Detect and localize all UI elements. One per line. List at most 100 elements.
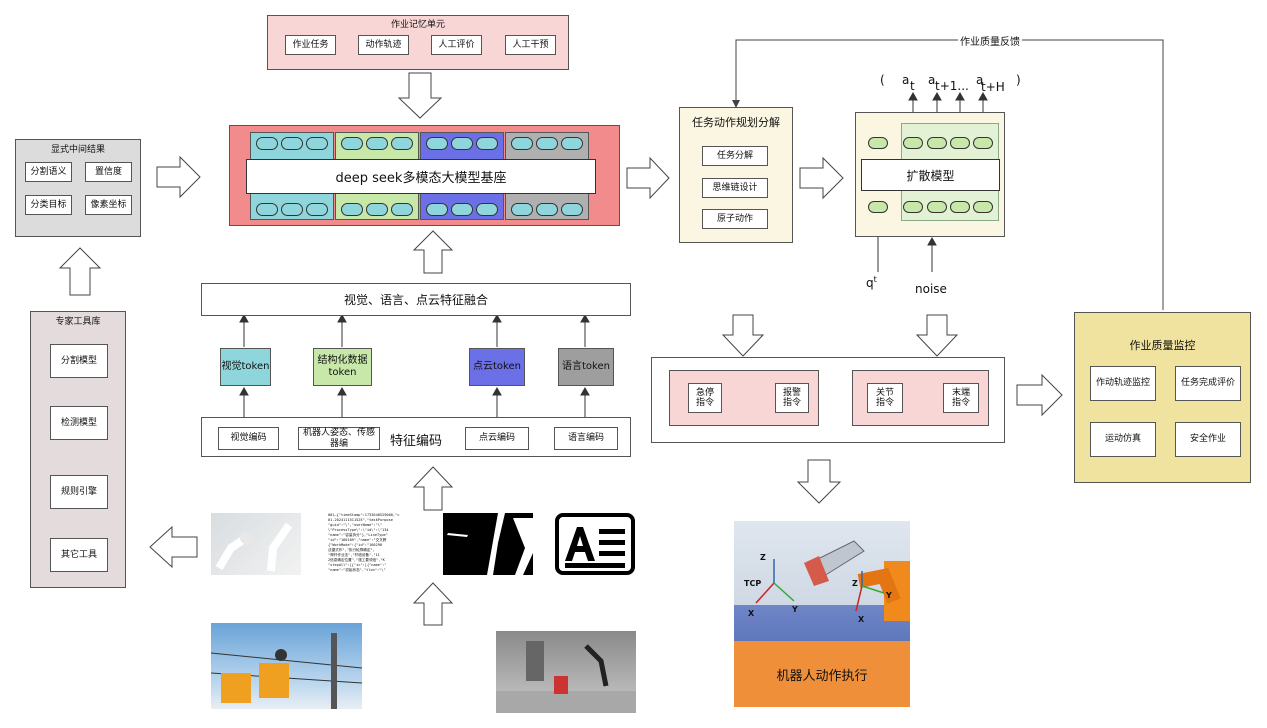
- language-document-icon: [555, 513, 635, 575]
- feedback-label: 作业质量反馈: [958, 33, 1022, 48]
- planning-item: 任务分解: [702, 146, 768, 166]
- planning-title: 任务动作规划分解: [692, 116, 780, 129]
- y-flange-label: Y: [886, 591, 892, 600]
- base-model-label: deep seek多模态大模型基座: [246, 159, 596, 194]
- token-pill: [256, 137, 278, 150]
- encoding-label: 特征编码: [390, 434, 443, 449]
- diffusion-model-label: 扩散模型: [861, 159, 1000, 191]
- joint-command: 关节 指令: [867, 383, 903, 413]
- task-planning-panel: 任务动作规划分解 任务分解 思维链设计 原子动作: [679, 107, 793, 243]
- result-item: 置信度: [85, 162, 132, 182]
- structured-token: 结构化数据 token: [313, 348, 372, 386]
- arrow-commands-to-quality: [1016, 373, 1063, 417]
- formula-atH-sub: t+H: [981, 80, 1005, 94]
- lab-robot-photo: [496, 631, 636, 713]
- command-group-2: 关节 指令 末端 指令: [852, 370, 989, 426]
- arrow-results-to-base: [156, 155, 201, 199]
- token-pill: [366, 137, 388, 150]
- segmentation-mask-image: [443, 513, 533, 575]
- feature-fusion: 视觉、语言、点云特征融合: [201, 283, 631, 316]
- memory-item: 人工评价: [431, 35, 482, 55]
- middle-results-title: 显式中间结果: [50, 145, 105, 155]
- formula-at1-sub: t+1...: [935, 79, 969, 93]
- arrow-fusion-to-base: [412, 230, 454, 274]
- memory-item: 作业任务: [285, 35, 336, 55]
- diffusion-pill: [973, 201, 993, 213]
- result-item: 分割语义: [25, 162, 72, 182]
- formula-at-sub: t: [910, 79, 915, 93]
- token-pill: [341, 203, 363, 216]
- encoding-item: 机器人姿态、传感器编: [298, 427, 380, 450]
- tool-item: 检测模型: [50, 406, 108, 440]
- base-model-block: deep seek多模态大模型基座: [229, 125, 620, 226]
- token-pill: [451, 203, 473, 216]
- end-effector-command: 末端 指令: [943, 383, 979, 413]
- robot-execution-panel: TCP Z X Y Z X Y 机器人动作执行: [734, 521, 910, 707]
- token-pill: [281, 203, 303, 216]
- memory-item: 人工干预: [505, 35, 556, 55]
- token-pill: [306, 137, 328, 150]
- diffusion-pill: [868, 201, 888, 213]
- alarm-command: 报警 指令: [775, 383, 809, 413]
- token-pill: [256, 203, 278, 216]
- visual-token: 视觉token: [220, 348, 271, 386]
- quality-item: 运动仿真: [1090, 422, 1156, 457]
- tool-item: 分割模型: [50, 344, 108, 378]
- z-tool-label: Z: [760, 553, 766, 562]
- result-item: 分类目标: [25, 195, 72, 215]
- command-group-1: 急停 指令 报警 指令: [669, 370, 819, 426]
- planning-item: 思维链设计: [702, 178, 768, 198]
- lineman-bucket-photo: [211, 623, 362, 709]
- token-pill: [476, 137, 498, 150]
- token-pill: [426, 137, 448, 150]
- result-item: 像素坐标: [85, 195, 132, 215]
- tcp-label: TCP: [744, 579, 762, 588]
- token-pill: [511, 137, 533, 150]
- arrow-toolbox-to-results: [58, 247, 102, 296]
- diffusion-pill: [868, 137, 888, 149]
- token-pill: [561, 203, 583, 216]
- tool-item: 规则引擎: [50, 475, 108, 509]
- x-flange-label: X: [858, 615, 865, 624]
- planning-item: 原子动作: [702, 209, 768, 229]
- diffusion-pill: [973, 137, 993, 149]
- memory-unit-title: 作业记忆单元: [390, 20, 445, 30]
- arrow-commands-to-robot: [796, 459, 842, 504]
- quality-item: 任务完成评价: [1175, 366, 1241, 401]
- structured-data-text: 001—{"timeStamp":1733640529060,"c 01-202…: [328, 513, 400, 572]
- encoding-item: 点云编码: [465, 427, 529, 450]
- arrow-data-to-encoding: [412, 466, 454, 511]
- token-pill: [391, 203, 413, 216]
- language-token: 语言token: [558, 348, 614, 386]
- tool-item: 其它工具: [50, 538, 108, 572]
- x-tool-label: X: [748, 609, 755, 618]
- robot-illustration: [755, 540, 910, 621]
- token-pill: [426, 203, 448, 216]
- arrow-base-to-planning: [626, 156, 670, 200]
- token-pill: [281, 137, 303, 150]
- encoding-item: 语言编码: [554, 427, 618, 450]
- encoding-item: 视觉编码: [218, 427, 279, 450]
- token-pill: [536, 203, 558, 216]
- z-flange-label: Z: [852, 579, 858, 588]
- arrow-planning-to-diffusion: [799, 156, 844, 200]
- diffusion-pill: [927, 201, 947, 213]
- formula-atH: a: [976, 73, 984, 87]
- robot-execution-label: 机器人动作执行: [734, 641, 910, 707]
- token-pill: [391, 137, 413, 150]
- arrow-photos-to-data: [412, 582, 454, 626]
- token-pill: [341, 137, 363, 150]
- memory-item: 动作轨迹: [358, 35, 409, 55]
- token-pill: [536, 137, 558, 150]
- emergency-stop-command: 急停 指令: [688, 383, 722, 413]
- token-pill: [451, 137, 473, 150]
- token-pill: [366, 203, 388, 216]
- token-pill: [476, 203, 498, 216]
- quality-item: 安全作业: [1175, 422, 1241, 457]
- middle-results-panel: 显式中间结果 分割语义 置信度 分类目标 像素坐标: [15, 139, 141, 237]
- diffusion-formula: ( a t a t+1... a t+H ): [880, 73, 1030, 95]
- expert-toolbox-panel: 专家工具库 分割模型 检测模型 规则引擎 其它工具: [30, 311, 126, 588]
- quality-item: 作动轨迹监控: [1090, 366, 1156, 401]
- diffusion-pill: [950, 201, 970, 213]
